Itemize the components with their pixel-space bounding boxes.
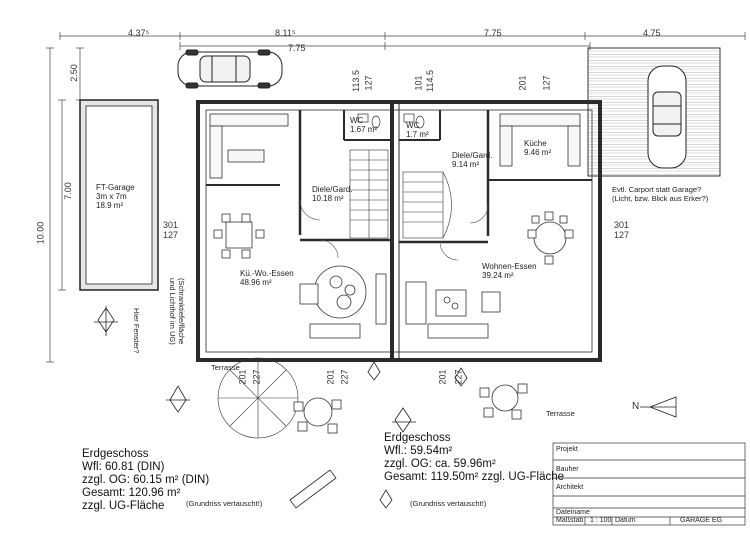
dim-terr2-a: 201 — [325, 369, 336, 385]
note-vertauscht-right: (Grundriss vertauscht!) — [410, 499, 487, 508]
terrace-table-left — [293, 397, 342, 434]
note-fenster-1: Hier Fenster? — [132, 308, 141, 354]
summary-right: Erdgeschoss Wfl.: 59.54m² zzgl. OG: ca. … — [384, 432, 565, 483]
tb-architekt: Architekt — [556, 484, 584, 491]
dim-left-250: 2.50 — [68, 64, 79, 82]
dim-terr-b: 227 — [251, 369, 262, 385]
dim-left-1000: 10.00 — [35, 221, 46, 245]
plant-icons — [94, 306, 468, 509]
dim-top-e: 4.75 — [643, 28, 661, 38]
tb-plan-name: GARAGE EG — [680, 517, 723, 524]
kitchen-counters — [209, 113, 581, 179]
dim-top-c: 7.75 — [288, 43, 306, 53]
dim-kitchen-a: 201 — [517, 75, 528, 91]
tb-projekt: Projekt — [556, 446, 578, 453]
dim-wc-b: 127 — [363, 75, 374, 91]
building-walls — [196, 100, 602, 362]
north-arrow-icon — [640, 396, 677, 418]
dim-window-left-a: 301 — [163, 220, 179, 230]
dining-table-left — [213, 213, 265, 259]
staircase-right — [402, 171, 452, 239]
room-label-wohnen-essen: Wohnen-Essen 39.24 m² — [482, 262, 537, 280]
car-carport-icon — [647, 65, 687, 169]
dim-terr3-b: 227 — [453, 369, 464, 385]
room-label-wc-left: WC 1.67 m² — [350, 116, 378, 134]
room-label-kueche: Küche 9.46 m² — [524, 139, 552, 157]
dim-window-left-b: 127 — [163, 230, 179, 240]
title-block — [552, 442, 746, 526]
dim-terr-a: 201 — [237, 369, 248, 385]
tb-datum: Datum — [615, 517, 636, 524]
car-top-icon — [177, 49, 283, 89]
dim-wc2-a: 101 — [413, 75, 424, 91]
tb-bauherr: Bauher — [556, 466, 579, 473]
dim-terr3-a: 201 — [437, 369, 448, 385]
door-swings — [299, 199, 489, 261]
note-carport: Evtl. Carport statt Garage? — [612, 185, 702, 194]
room-label-kue-wo-essen: Kü.-Wo.-Essen 48.96 m² — [240, 269, 294, 287]
dim-kitchen-b: 127 — [541, 75, 552, 91]
dim-terr2-b: 227 — [339, 369, 350, 385]
summary-left: Erdgeschoss Wfl: 60.81 (DIN) zzgl. OG: 6… — [82, 448, 210, 512]
note-fenster-3: und Lichthof im UG) — [168, 278, 177, 345]
note-terrasse-right: Terrasse — [546, 409, 575, 418]
dim-top-b: 8.11⁵ — [275, 28, 296, 38]
dim-top-d: 7.75 — [484, 28, 502, 38]
note-vertauscht-left: (Grundriss vertauscht!) — [186, 499, 263, 508]
room-label-diele-left: Diele/Gard. 10.18 m² — [312, 185, 353, 203]
dimension-lines — [46, 32, 746, 363]
staircase-left — [349, 149, 389, 239]
wc-fixtures — [357, 113, 425, 129]
room-label-wc-right: WC 1.7 m² — [406, 121, 429, 139]
terrace-table-right — [479, 383, 528, 420]
north-label: N — [632, 401, 640, 412]
tb-dateiname: Dateiname — [556, 509, 590, 516]
note-fenster-2: (Schranktiefe/fläche — [177, 278, 186, 345]
tb-massstab-value: 1 : 100 — [590, 517, 612, 524]
dim-top-a: 4.37⁵ — [128, 28, 150, 38]
dim-window-right-b: 127 — [614, 230, 630, 240]
dining-table-right — [527, 211, 574, 265]
dim-left-700: 7.00 — [62, 182, 73, 200]
living-furniture-left — [299, 265, 387, 339]
dim-wc2-b: 114.5 — [424, 70, 435, 92]
note-carport-2: (Licht, bzw. Blick aus Erker?) — [612, 194, 709, 203]
garage-outline — [79, 99, 159, 291]
dim-wc-a: 113.5 — [350, 70, 361, 92]
room-label-diele-right: Diele/Gard. 9.14 m² — [452, 151, 493, 169]
terrace-umbrella-left — [217, 357, 299, 439]
note-terrasse-left: Terrasse — [211, 363, 240, 372]
living-furniture-right — [405, 281, 501, 339]
dim-window-right-a: 301 — [614, 220, 630, 230]
room-label-garage: FT-Garage 3m x 7m 18.9 m² — [96, 183, 135, 210]
tb-massstab: Maßstab — [556, 517, 584, 524]
